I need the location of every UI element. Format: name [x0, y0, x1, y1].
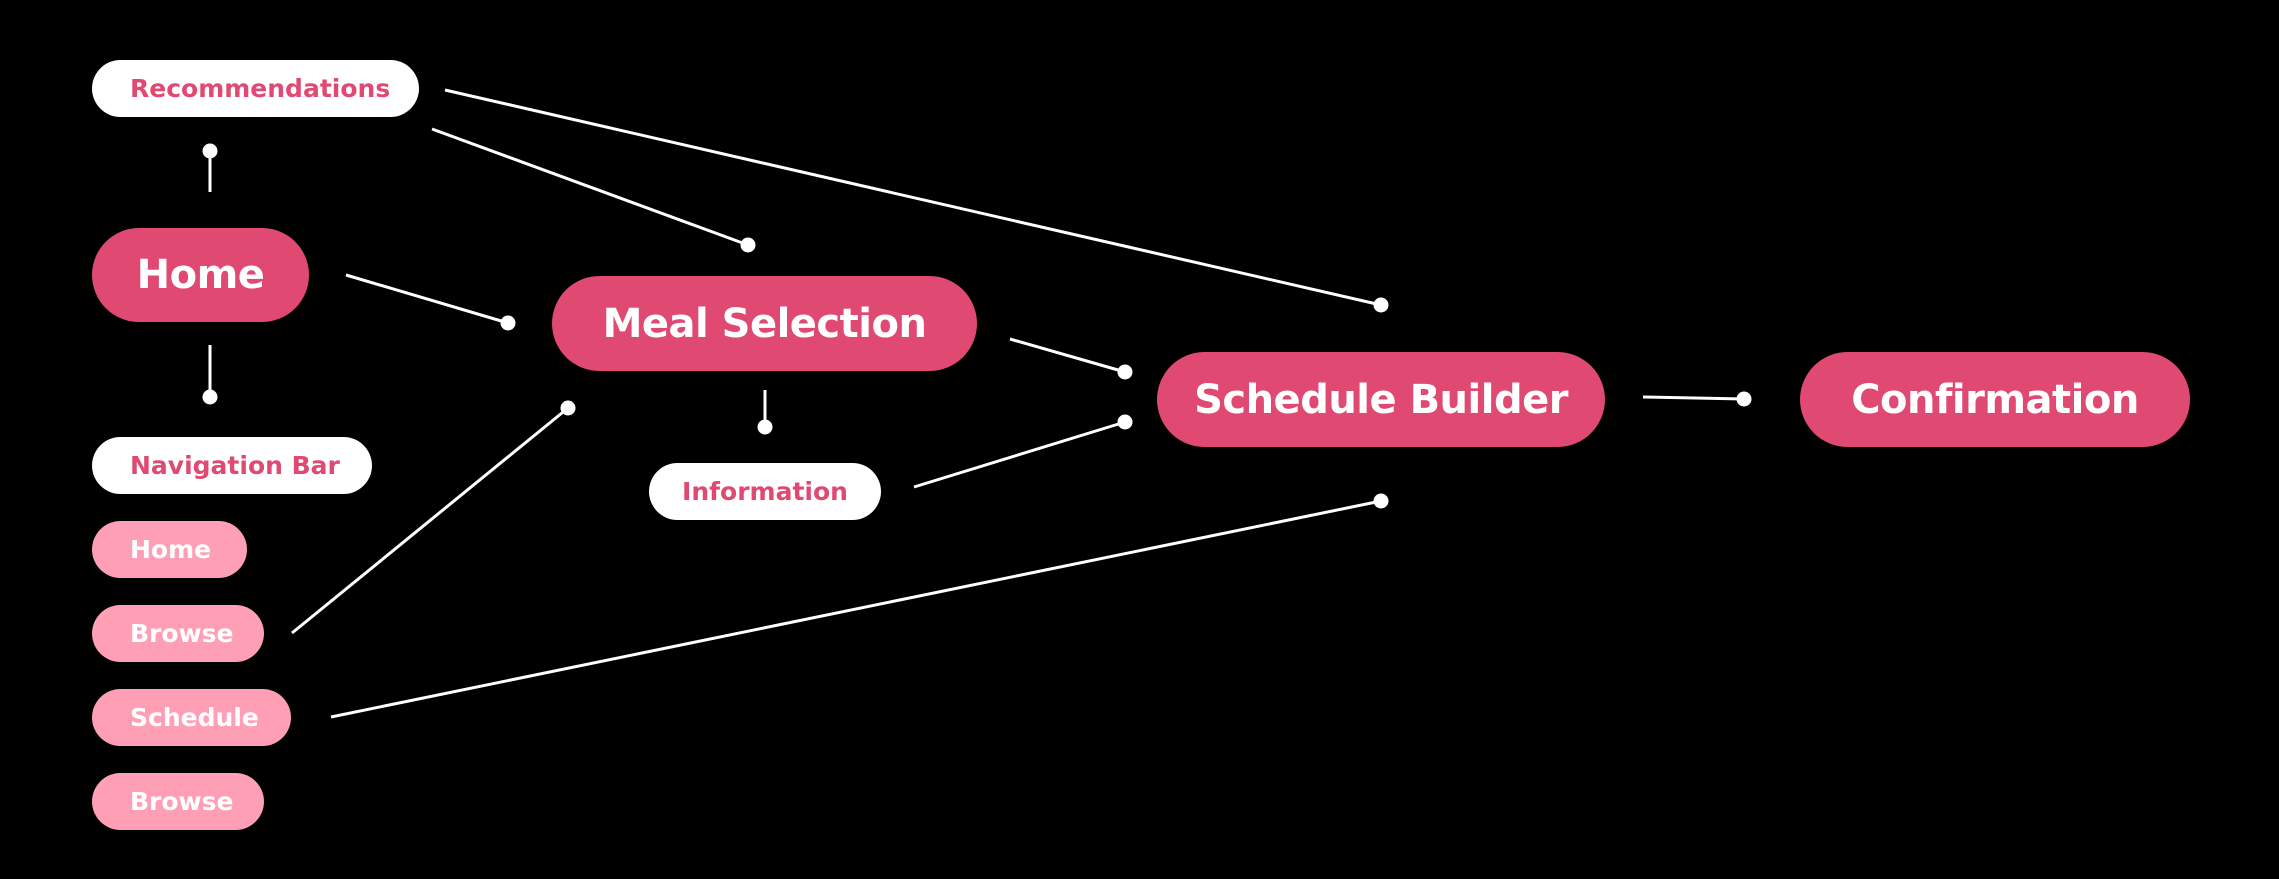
conn-schedule-schedule-builder: [330, 493, 1389, 719]
connector-endpoint-dot: [740, 237, 756, 253]
connector-endpoint-dot: [560, 400, 576, 416]
connector-endpoint-dot: [1373, 297, 1389, 313]
connector-line: [291, 406, 569, 635]
node-label: Meal Selection: [602, 300, 927, 347]
node-label: Browse: [130, 787, 234, 816]
conn-recommendations-schedule-builder: [444, 88, 1389, 313]
node-label: Confirmation: [1851, 376, 2139, 423]
connector-endpoint-dot: [1117, 414, 1133, 430]
conn-meal-selection-information: [757, 390, 773, 435]
node-confirmation[interactable]: Confirmation: [1800, 352, 2190, 447]
node-information[interactable]: Information: [649, 463, 881, 520]
nav-item-browse[interactable]: Browse: [92, 605, 264, 662]
conn-home-navigation-bar: [202, 345, 218, 405]
nav-item-browse-2[interactable]: Browse: [92, 773, 264, 830]
connector-line: [913, 420, 1126, 489]
conn-recommendations-meal-selection: [431, 127, 756, 253]
connector-endpoint-dot: [500, 315, 516, 331]
node-label: Home: [130, 535, 212, 564]
connector-line: [1642, 395, 1745, 401]
node-navigation-bar[interactable]: Navigation Bar: [92, 437, 372, 494]
connector-endpoint-dot: [1117, 364, 1133, 380]
node-label: Browse: [130, 619, 234, 648]
nav-item-schedule[interactable]: Schedule: [92, 689, 291, 746]
node-label: Home: [136, 252, 265, 298]
node-label: Schedule: [130, 703, 259, 732]
connector-line: [444, 88, 1382, 307]
conn-information-schedule-builder: [913, 414, 1133, 489]
connector-endpoint-dot: [1736, 391, 1752, 407]
conn-schedule-builder-confirmation: [1642, 391, 1752, 407]
connector-line: [1009, 337, 1126, 374]
node-meal-selection[interactable]: Meal Selection: [552, 276, 977, 371]
connector-line: [345, 273, 509, 325]
node-label: Recommendations: [130, 74, 391, 103]
node-recommendations[interactable]: Recommendations: [92, 60, 419, 117]
node-label: Information: [682, 477, 848, 506]
connector-endpoint-dot: [757, 419, 773, 435]
node-home[interactable]: Home: [92, 228, 309, 322]
nav-item-home[interactable]: Home: [92, 521, 247, 578]
conn-home-recommendations: [202, 143, 218, 192]
conn-home-meal-selection: [345, 273, 516, 331]
conn-browse-meal-selection: [291, 400, 576, 635]
conn-meal-selection-schedule-builder: [1009, 337, 1133, 380]
connector-line: [330, 499, 1382, 719]
connector-line: [431, 127, 749, 247]
connector-endpoint-dot: [202, 389, 218, 405]
node-schedule-builder[interactable]: Schedule Builder: [1157, 352, 1605, 447]
connector-endpoint-dot: [1373, 493, 1389, 509]
node-label: Schedule Builder: [1194, 376, 1568, 423]
connector-endpoint-dot: [202, 143, 218, 159]
node-label: Navigation Bar: [130, 451, 340, 480]
